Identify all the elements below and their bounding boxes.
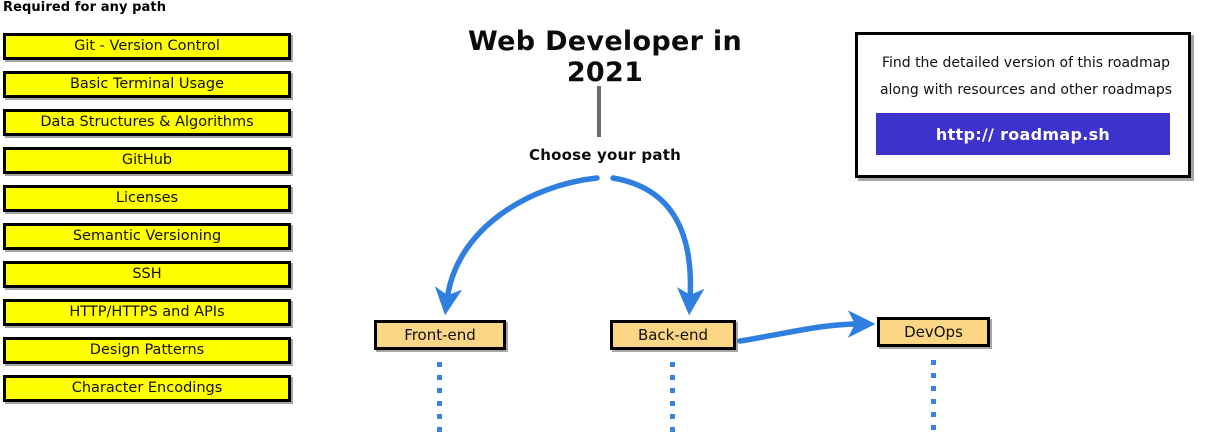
path-node-devops[interactable]: DevOps bbox=[877, 317, 990, 347]
trail-dot bbox=[931, 425, 936, 430]
trail-dot bbox=[670, 427, 675, 432]
title-stem-connector bbox=[597, 86, 601, 137]
path-node-back-end[interactable]: Back-end bbox=[610, 320, 736, 350]
trail-dot bbox=[437, 401, 442, 406]
trail-dot bbox=[931, 412, 936, 417]
trail-dot bbox=[931, 386, 936, 391]
required-item[interactable]: Data Structures & Algorithms bbox=[3, 109, 291, 136]
trail-dot bbox=[437, 362, 442, 367]
arrow-backend-to-devops bbox=[737, 310, 876, 344]
required-item[interactable]: HTTP/HTTPS and APIs bbox=[3, 299, 291, 326]
trail-dot bbox=[437, 375, 442, 380]
trail-dot bbox=[931, 360, 936, 365]
trail-dot bbox=[437, 414, 442, 419]
required-item[interactable]: Character Encodings bbox=[3, 375, 291, 402]
required-item-label: HTTP/HTTPS and APIs bbox=[69, 304, 225, 321]
trail-dot bbox=[670, 414, 675, 419]
required-item-label: Semantic Versioning bbox=[72, 228, 222, 245]
path-node-front-end-label: Front-end bbox=[404, 326, 476, 344]
roadmap-link-button-label: http:// roadmap.sh bbox=[935, 124, 1111, 144]
trail-dot bbox=[670, 362, 675, 367]
trail-dot bbox=[437, 388, 442, 393]
trail-dot bbox=[931, 399, 936, 404]
required-item[interactable]: Semantic Versioning bbox=[3, 223, 291, 250]
path-node-front-end[interactable]: Front-end bbox=[374, 320, 506, 350]
dotted-trail-devops bbox=[931, 360, 936, 438]
required-item[interactable]: SSH bbox=[3, 261, 291, 288]
required-item-label: GitHub bbox=[121, 152, 173, 169]
path-node-back-end-label: Back-end bbox=[637, 326, 709, 344]
required-item[interactable]: Licenses bbox=[3, 185, 291, 212]
page-title: Web Developer in 2021 bbox=[430, 26, 780, 88]
required-item-label: SSH bbox=[132, 266, 162, 283]
required-section-header: Required for any path bbox=[3, 0, 167, 15]
required-item-label: Git - Version Control bbox=[74, 38, 220, 55]
dotted-trail-front-end bbox=[437, 362, 442, 440]
dotted-trail-back-end bbox=[670, 362, 675, 440]
required-item-label: Licenses bbox=[115, 190, 179, 207]
path-node-devops-label: DevOps bbox=[904, 323, 963, 341]
required-item-label: Character Encodings bbox=[71, 380, 223, 397]
arrow-to-backend bbox=[610, 175, 705, 316]
trail-dot bbox=[670, 388, 675, 393]
choose-path-label: Choose your path bbox=[529, 146, 681, 164]
trail-dot bbox=[670, 401, 675, 406]
page-title-text: Web Developer in 2021 bbox=[468, 26, 742, 88]
required-item[interactable]: Basic Terminal Usage bbox=[3, 71, 291, 98]
trail-dot bbox=[931, 373, 936, 378]
arrow-to-frontend bbox=[434, 175, 600, 316]
required-item-label: Design Patterns bbox=[89, 342, 205, 359]
required-item-label: Data Structures & Algorithms bbox=[40, 114, 254, 131]
info-box-line-1: Find the detailed version of this roadma… bbox=[881, 55, 1171, 71]
required-item[interactable]: Design Patterns bbox=[3, 337, 291, 364]
info-box: Find the detailed version of this roadma… bbox=[855, 32, 1191, 178]
required-item-label: Basic Terminal Usage bbox=[69, 76, 225, 93]
trail-dot bbox=[670, 375, 675, 380]
required-item[interactable]: GitHub bbox=[3, 147, 291, 174]
info-box-line-2: along with resources and other roadmaps bbox=[879, 82, 1173, 98]
trail-dot bbox=[437, 427, 442, 432]
required-item[interactable]: Git - Version Control bbox=[3, 33, 291, 60]
roadmap-link-button[interactable]: http:// roadmap.sh bbox=[876, 113, 1170, 155]
